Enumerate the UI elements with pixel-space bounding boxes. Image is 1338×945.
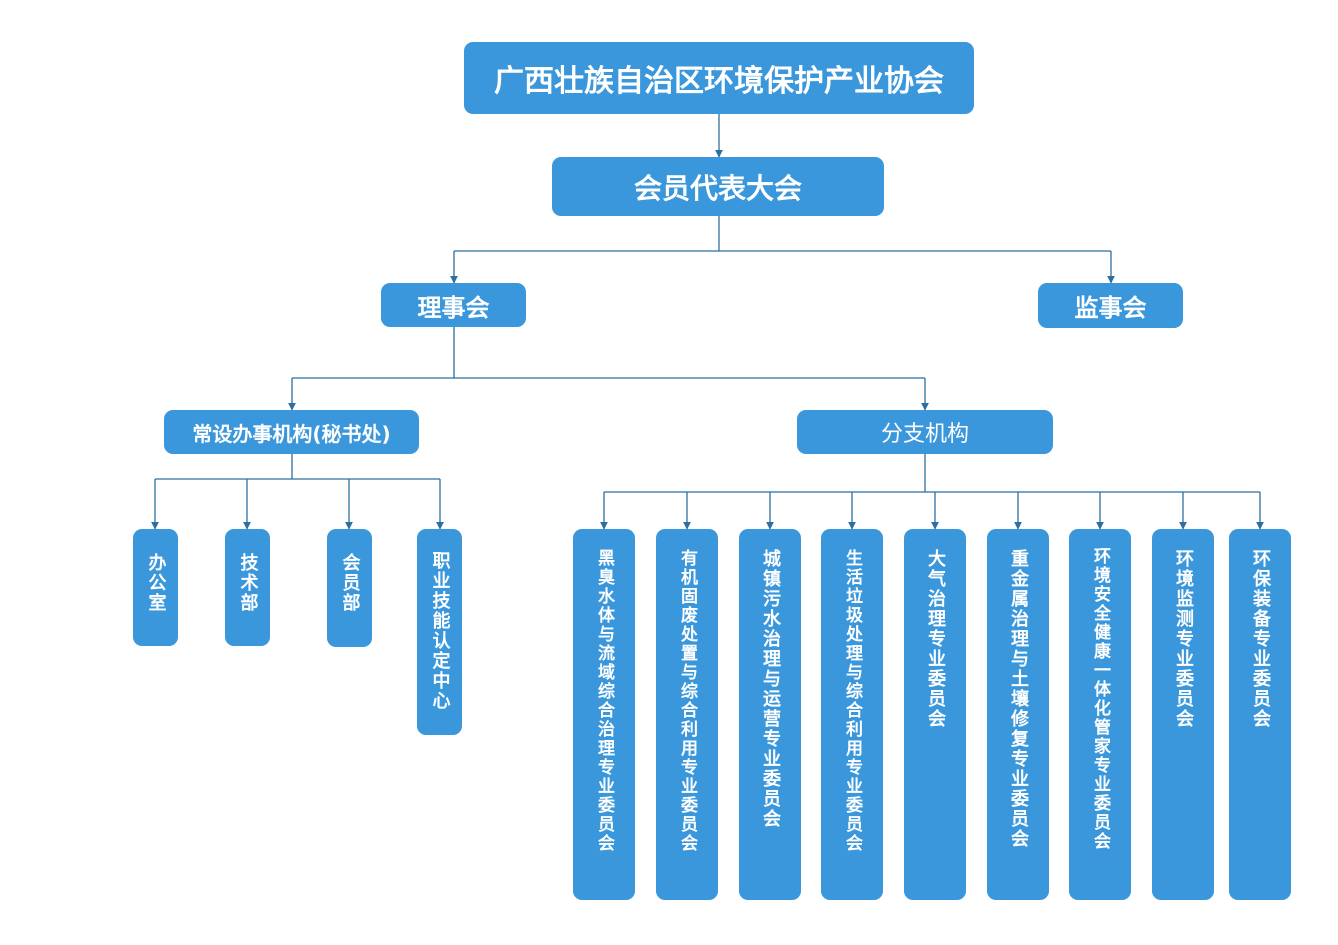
- committee-node: 有机固废处置与综合利用专业委员会: [656, 529, 718, 900]
- committee-node-label: 大气治理专业委员会: [925, 549, 946, 729]
- tech-dept-node-label: 技术部: [237, 553, 259, 613]
- secretariat-node-label: 常设办事机构(秘书处): [192, 421, 391, 446]
- committee-node: 环保装备专业委员会: [1229, 529, 1291, 900]
- committee-node: 城镇污水治理与运营专业委员会: [739, 529, 801, 900]
- office-node: 办公室: [133, 529, 178, 646]
- root-node: 广西壮族自治区环境保护产业协会: [464, 42, 974, 114]
- office-node-label: 办公室: [145, 553, 167, 613]
- committee-node: 生活垃圾处理与综合利用专业委员会: [821, 529, 883, 900]
- committee-node-label: 生活垃圾处理与综合利用专业委员会: [842, 549, 862, 853]
- assembly-node-label: 会员代表大会: [633, 171, 802, 205]
- supervisory-node-label: 监事会: [1074, 294, 1147, 322]
- committee-node: 环境监测专业委员会: [1152, 529, 1214, 900]
- committee-node-label: 重金属治理与土壤修复专业委员会: [1008, 549, 1029, 849]
- secretariat-node: 常设办事机构(秘书处): [164, 410, 419, 454]
- committee-node-label: 环境安全健康一体化管家专业委员会: [1090, 547, 1110, 851]
- member-dept-node-label: 会员部: [339, 553, 361, 613]
- branch-node-label: 分支机构: [880, 422, 969, 447]
- member-dept-node: 会员部: [327, 529, 372, 647]
- committee-node-label: 黑臭水体与流域综合治理专业委员会: [594, 549, 614, 853]
- council-node: 理事会: [381, 283, 526, 327]
- branch-node: 分支机构: [797, 410, 1053, 454]
- supervisory-node: 监事会: [1038, 283, 1183, 328]
- council-node-label: 理事会: [417, 293, 490, 322]
- assembly-node: 会员代表大会: [552, 157, 884, 216]
- committee-node: 重金属治理与土壤修复专业委员会: [987, 529, 1049, 900]
- committee-node-label: 环境监测专业委员会: [1173, 549, 1194, 729]
- committee-node-label: 有机固废处置与综合利用专业委员会: [677, 549, 697, 853]
- root-node-label: 广西壮族自治区环境保护产业协会: [494, 64, 944, 99]
- tech-dept-node: 技术部: [225, 529, 270, 646]
- skill-center-node-label: 职业技能认定中心: [429, 551, 451, 711]
- committee-node: 黑臭水体与流域综合治理专业委员会: [573, 529, 635, 900]
- committee-node-label: 城镇污水治理与运营专业委员会: [760, 549, 781, 829]
- skill-center-node: 职业技能认定中心: [417, 529, 462, 735]
- committee-node: 环境安全健康一体化管家专业委员会: [1069, 529, 1131, 900]
- committee-node-label: 环保装备专业委员会: [1250, 549, 1271, 729]
- committee-node: 大气治理专业委员会: [904, 529, 966, 900]
